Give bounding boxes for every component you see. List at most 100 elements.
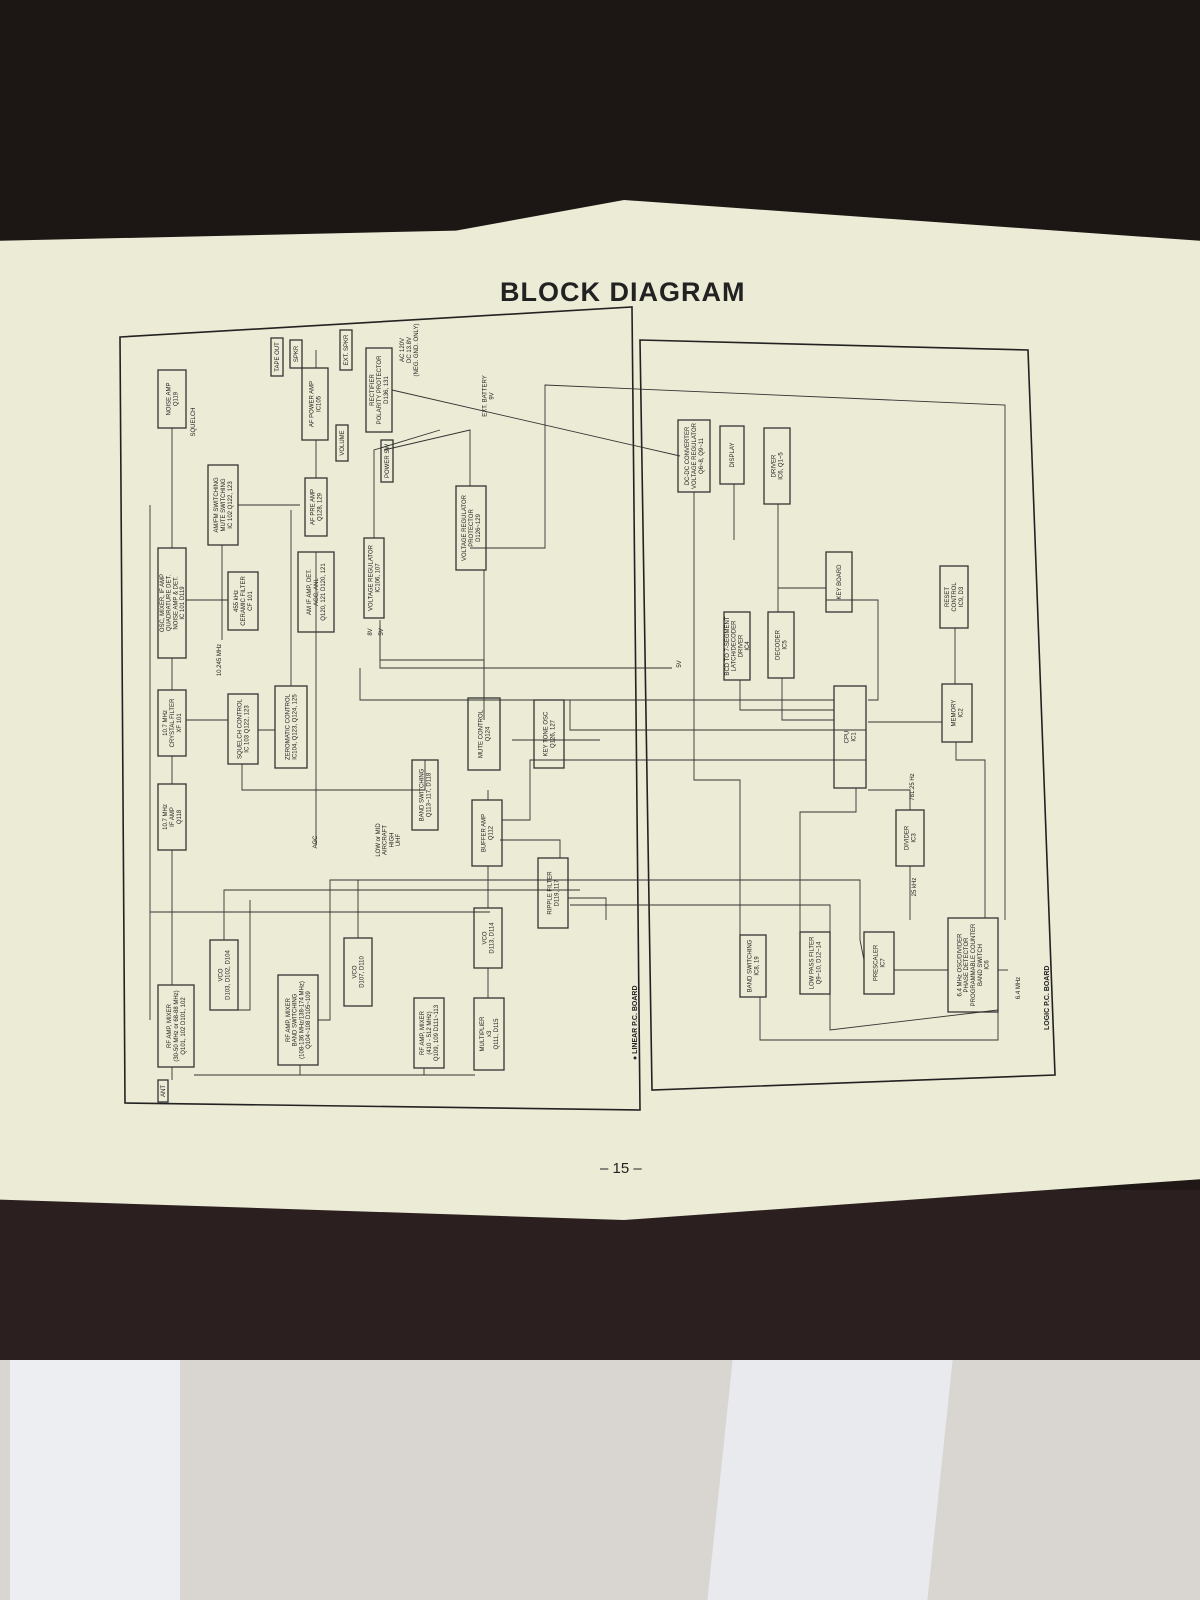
- block-label-line: XF 101: [177, 713, 183, 733]
- wire: [955, 742, 986, 918]
- block-label-line: IC6: [985, 960, 991, 970]
- block-ant: ANT: [157, 1079, 169, 1103]
- logic-board-label: LOGIC P.C. BOARD: [1044, 966, 1051, 1030]
- block-label-line: MUTE SWITCHING: [221, 478, 227, 531]
- block-frame: [833, 685, 867, 789]
- wire: [502, 759, 866, 821]
- linear-board-label: ● LINEAR P.C. BOARD: [632, 986, 639, 1061]
- block-label-line: RECTIFIER: [370, 374, 376, 406]
- block-label-line: CPU: [845, 731, 851, 744]
- block-label-line: (30-50 MHz or 68-88 MHz): [174, 990, 180, 1061]
- block-label-line: BAND SWITCHING: [748, 939, 754, 992]
- block-label-line: AIRCRAFT: [383, 825, 389, 855]
- block-label-line: Q126, 127: [550, 719, 556, 748]
- block-label-line: NOISE AMP: [167, 382, 173, 415]
- block-label-line: IC105: [316, 395, 322, 412]
- block-label-line: MEMORY: [952, 700, 958, 727]
- manual-page: [0, 200, 1200, 1220]
- background-leg-left: [10, 1360, 180, 1600]
- block-5v-out: 5V: [677, 660, 683, 667]
- block-frame: [537, 857, 569, 929]
- block-spkr: SPKR: [289, 339, 303, 369]
- block-label-line: CERAMIC FILTER: [241, 576, 247, 626]
- block-frame: [471, 799, 503, 867]
- block-label-line: MUTE CONTROL: [479, 709, 485, 758]
- block-label-line: DRIVER: [738, 634, 744, 657]
- wire: [470, 384, 1006, 920]
- block-frame: [533, 699, 565, 769]
- wire: [383, 429, 471, 486]
- block-frame: [863, 931, 895, 995]
- block-label-line: LATCH/DECODER: [732, 620, 738, 672]
- block-volume: VOLUME: [335, 424, 349, 462]
- block-rf-amp-mixer-3: RF AMP, MIXER(410 - 512 MHz)Q109, 109 D1…: [413, 997, 445, 1069]
- background-seat: [0, 1190, 1200, 1390]
- block-frame: [335, 424, 349, 462]
- wire: [391, 389, 681, 457]
- block-freq-25: 25 kHz: [912, 878, 918, 897]
- block-label-line: BAND SWITCH: [978, 944, 984, 986]
- wire: [568, 897, 607, 920]
- block-frame: [339, 329, 353, 371]
- block-frame: [304, 477, 328, 537]
- block-label-line: OSC, MIXER, IF AMP: [160, 574, 166, 632]
- block-label-line: Q120, 121 D120, 121: [321, 563, 327, 621]
- block-label-line: IC7: [880, 958, 886, 968]
- block-label-line: Q124: [485, 726, 491, 741]
- block-label-line: DC-DC CONVERTER: [685, 426, 691, 485]
- block-label-line: BCD TO 7-SEGMENT: [725, 616, 731, 675]
- block-label-line: x3: [487, 1030, 493, 1037]
- block-label-line: 455 kHz: [234, 590, 240, 612]
- wire: [799, 788, 857, 932]
- block-label-line: MULTIPLIER: [480, 1016, 486, 1052]
- wire: [868, 789, 911, 810]
- wire: [379, 625, 672, 669]
- block-label-line: ANT: [161, 1085, 167, 1097]
- block-label-line: AGC, ANL: [314, 578, 320, 606]
- block-label-line: BUFFER AMP: [482, 814, 488, 852]
- linear-board-outline: [119, 306, 641, 1111]
- block-frame: [209, 939, 239, 1011]
- block-label-line: IC9, D3: [959, 586, 965, 607]
- block-frame: [895, 809, 925, 867]
- block-label-line: PHASE DETECTOR: [964, 937, 970, 993]
- block-5v: 5V: [379, 628, 385, 635]
- block-freq-781: 781.25 Hz: [910, 773, 916, 800]
- block-label-line: Q9~10, D12~14: [816, 941, 822, 984]
- block-label-line: 5V: [379, 628, 385, 635]
- block-label-line: SPKR: [294, 345, 300, 362]
- block-label-line: PRESCALER: [874, 944, 880, 981]
- block-label-line: LOW PASS FILTER: [810, 936, 816, 989]
- block-frame: [207, 464, 239, 546]
- block-label-line: Q128, 129: [317, 492, 323, 521]
- wire: [318, 879, 600, 1021]
- block-label-line: Q111, D115: [494, 1018, 500, 1050]
- block-label-line: RF AMP, MIXER: [420, 1010, 426, 1055]
- block-frame: [157, 783, 187, 851]
- block-label-line: VCO: [483, 931, 489, 944]
- block-tape-out: TAPE OUT: [270, 337, 284, 377]
- block-label-line: IC 101 D119: [180, 586, 186, 620]
- block-label-line: IC 103 Q122, 123: [244, 705, 250, 753]
- logic-board-outline: [639, 339, 1056, 1091]
- wire: [241, 760, 426, 791]
- block-label-line: (410 - 512 MHz): [427, 1011, 433, 1054]
- block-keyboard: KEY BOARD: [825, 551, 853, 613]
- block-label-line: 10.7 MHz: [163, 804, 169, 830]
- block-label-line: UHF: [396, 834, 402, 847]
- block-rf-amp-mixer-1: RF AMP, MIXER(30-50 MHz or 68-88 MHz)Q10…: [157, 984, 195, 1068]
- block-label-line: IC8, 19: [754, 956, 760, 976]
